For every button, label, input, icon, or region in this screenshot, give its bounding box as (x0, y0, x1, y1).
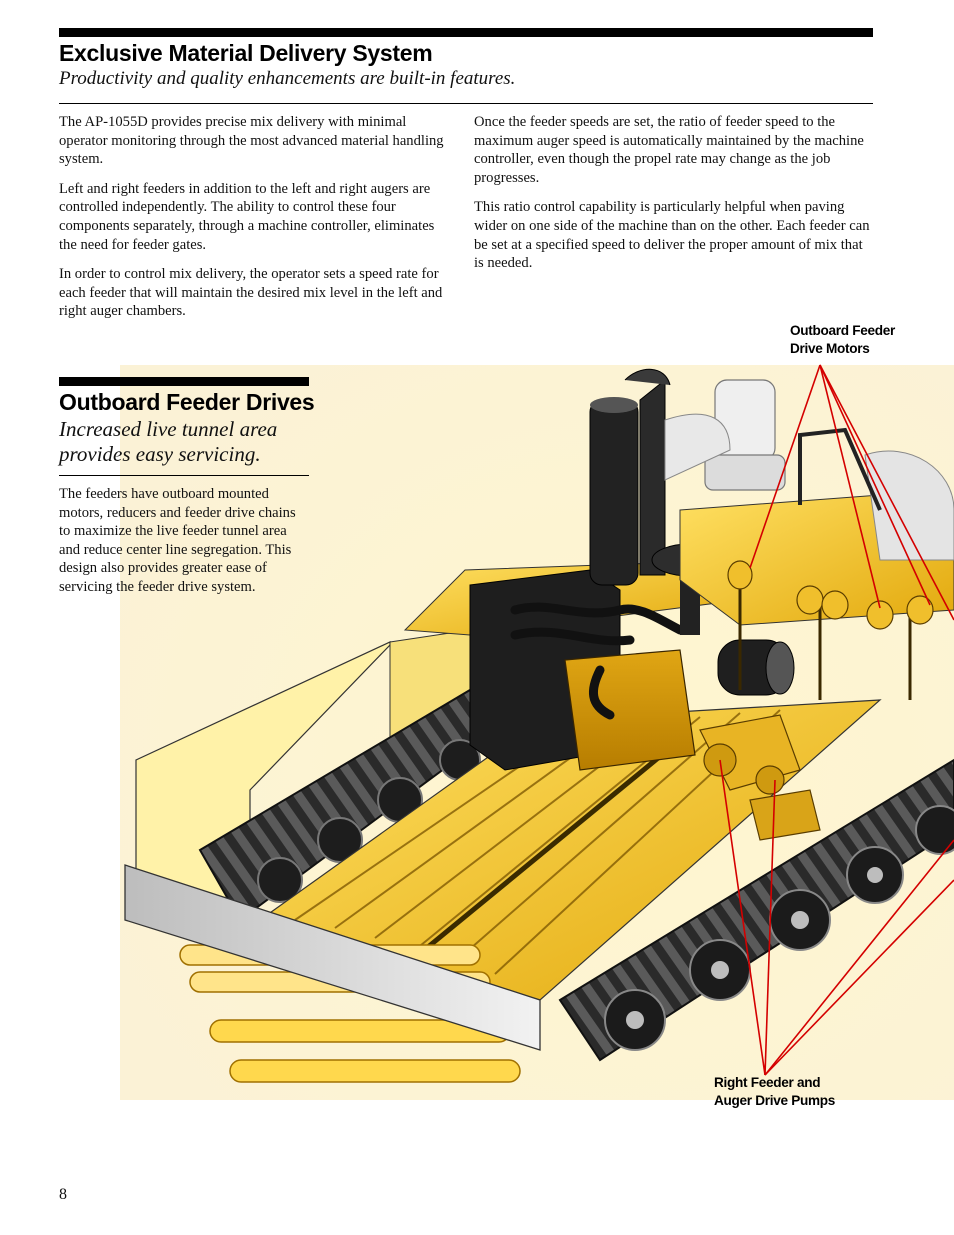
callout-label-feeder-motors: Outboard Feeder Drive Motors (790, 322, 895, 358)
feeder-center-divider (398, 738, 682, 972)
body-paragraph: Left and right feeders in addition to th… (59, 180, 435, 253)
callout-label-drive-pumps: Right Feeder and Auger Drive Pumps (714, 1074, 835, 1110)
callout-text: Outboard Feeder (790, 323, 896, 338)
feeder-drive-chains (738, 575, 912, 700)
body-paragraph: Once the feeder speeds are set, the rati… (474, 114, 864, 186)
section1-subtitle: Productivity and quality enhancements ar… (59, 68, 516, 89)
callout-lines-pumps (719, 759, 954, 1076)
console-panel (664, 413, 731, 481)
exhaust-stack-right (639, 378, 666, 576)
section1-divider (59, 103, 873, 104)
seat-right-backrest (864, 450, 954, 561)
body-paragraph: The feeders have outboard mounted motors… (59, 486, 296, 595)
section1-left-column: The AP-1055D provides precise mix delive… (59, 113, 451, 332)
section2-title: Outboard Feeder Drives (59, 389, 315, 415)
callout-text: Right Feeder and (714, 1075, 821, 1090)
engine-hoses (510, 602, 685, 720)
section1-right-column: Once the feeder speeds are set, the rati… (474, 113, 872, 284)
right-track (558, 758, 954, 1062)
section2-divider (59, 475, 309, 476)
section2-subtitle-line2: provides easy servicing. (59, 442, 261, 466)
section2-top-bar (59, 377, 309, 386)
callout-text: Drive Motors (790, 341, 870, 356)
callout-text: Auger Drive Pumps (714, 1093, 836, 1108)
body-paragraph: This ratio control capability is particu… (474, 199, 870, 272)
front-screed-plate (124, 864, 541, 1051)
section2-body: The feeders have outboard mounted motors… (59, 485, 305, 608)
section1-title: Exclusive Material Delivery System (59, 40, 433, 66)
page-number: 8 (59, 1186, 67, 1203)
handrail (798, 427, 882, 511)
body-paragraph: The AP-1055D provides precise mix delive… (59, 114, 444, 168)
feeder-drive-motors (727, 560, 934, 630)
callout-lines-motors (749, 364, 954, 621)
body-paragraph: In order to control mix delivery, the op… (59, 266, 443, 320)
drive-pumps (699, 714, 821, 841)
operator-seat (704, 379, 786, 491)
paver-cutaway-illustration (120, 364, 954, 1100)
engine-core (564, 649, 696, 771)
section2-subtitle-line1: Increased live tunnel area (59, 417, 278, 441)
section1-top-bar (59, 28, 873, 37)
exhaust-stack-left (589, 399, 639, 586)
